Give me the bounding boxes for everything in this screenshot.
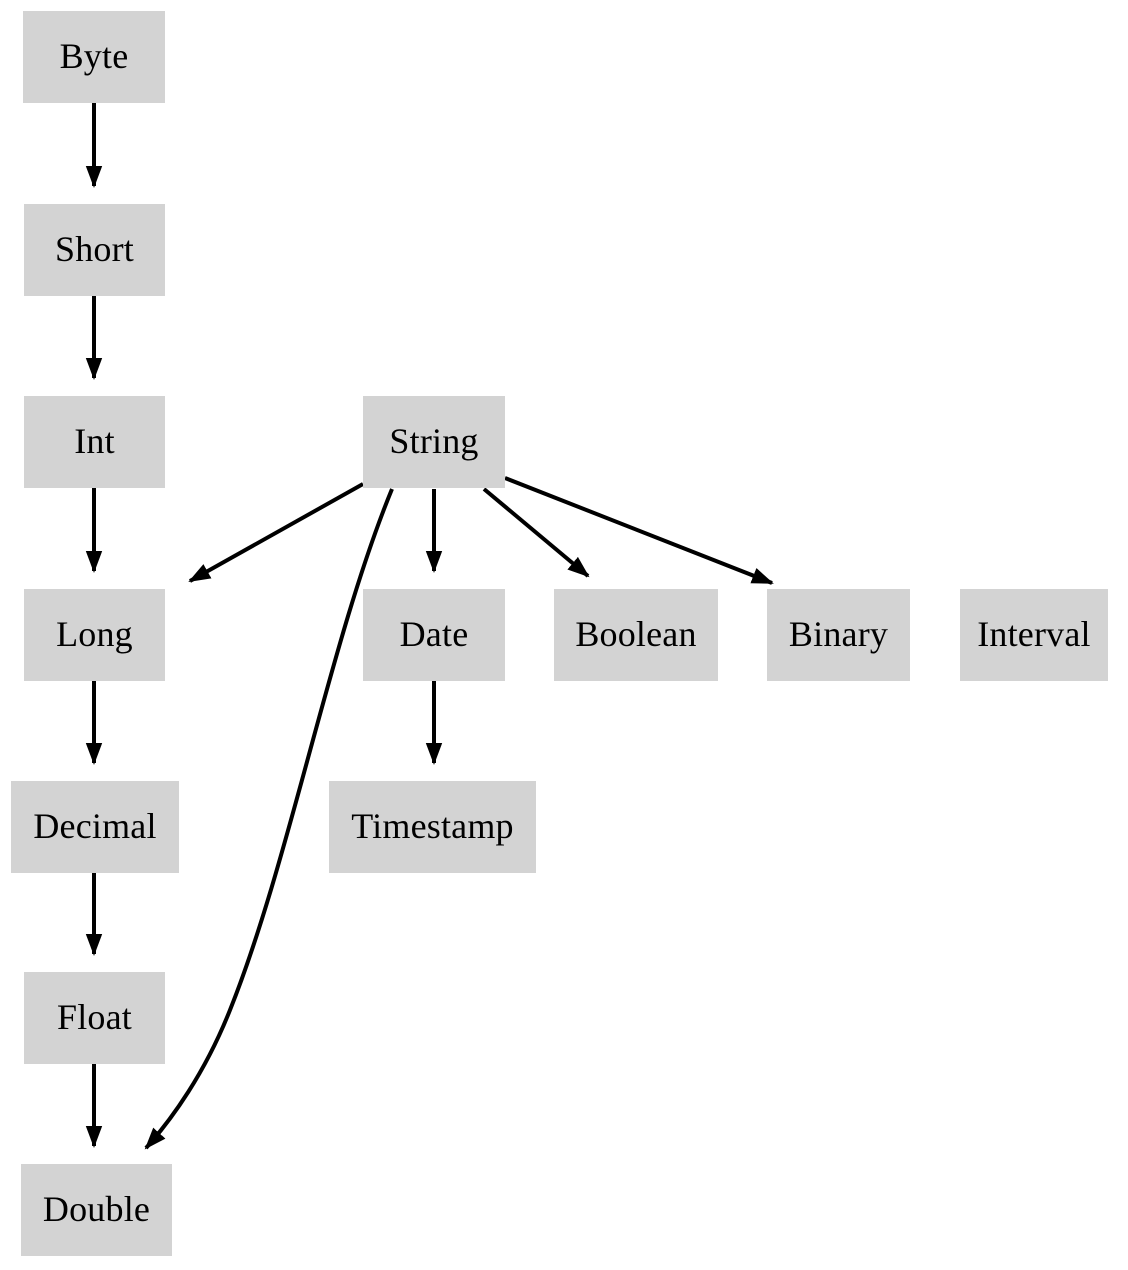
node-binary[interactable]: Binary (767, 589, 910, 681)
node-decimal-label: Decimal (33, 806, 157, 846)
node-binary-label: Binary (788, 614, 889, 654)
node-decimal[interactable]: Decimal (11, 781, 179, 873)
node-boolean[interactable]: Boolean (554, 589, 718, 681)
node-string[interactable]: String (363, 396, 505, 488)
node-long[interactable]: Long (24, 589, 165, 681)
node-date[interactable]: Date (363, 589, 505, 681)
node-byte-label: Byte (59, 36, 129, 76)
node-date-label: Date (399, 614, 469, 654)
node-interval[interactable]: Interval (960, 589, 1108, 681)
node-long-label: Long (56, 614, 133, 654)
node-double[interactable]: Double (21, 1164, 172, 1256)
node-boolean-label: Boolean (575, 614, 697, 654)
node-timestamp[interactable]: Timestamp (329, 781, 536, 873)
node-float-label: Float (56, 997, 132, 1037)
node-string-label: String (389, 421, 479, 461)
node-double-label: Double (42, 1189, 151, 1229)
edge-string-to-boolean (482, 487, 590, 578)
node-short[interactable]: Short (24, 204, 165, 296)
edge-string-to-long (188, 482, 364, 583)
node-interval-label: Interval (977, 614, 1091, 654)
node-short-label: Short (54, 229, 134, 269)
node-byte[interactable]: Byte (23, 11, 165, 103)
node-int[interactable]: Int (24, 396, 165, 488)
node-int-label: Int (74, 421, 115, 461)
edge-string-to-binary (504, 476, 774, 585)
node-float[interactable]: Float (24, 972, 165, 1064)
node-timestamp-label: Timestamp (351, 806, 514, 846)
